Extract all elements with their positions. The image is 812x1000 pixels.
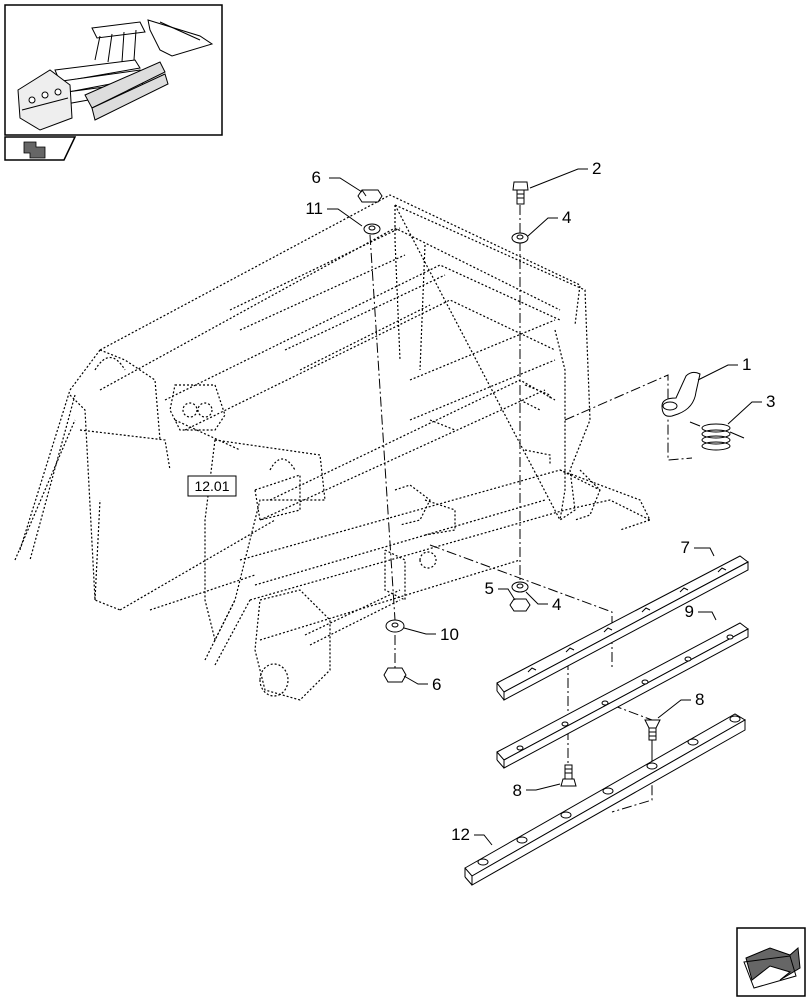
washer-part-10[interactable]: [385, 619, 405, 633]
bolt-part-8-lower[interactable]: [560, 764, 577, 787]
callout-2: 2: [592, 159, 601, 178]
washer-part-4-top[interactable]: [511, 232, 529, 244]
callout-10: 10: [440, 625, 459, 644]
bolt-part-2[interactable]: [512, 181, 529, 205]
callout-4-bottom: 4: [552, 595, 561, 614]
nut-part-6-bottom[interactable]: [383, 667, 407, 683]
callout-11: 11: [305, 199, 323, 218]
callout-7: 7: [681, 538, 690, 557]
nut-part-6-top[interactable]: [357, 189, 383, 203]
strip-part-7[interactable]: [496, 555, 749, 701]
leader-lines: [327, 168, 762, 846]
bolt-part-8-upper[interactable]: [644, 719, 661, 741]
callout-8-lower: 8: [513, 781, 522, 800]
next-page-button[interactable]: [736, 927, 806, 997]
overview-thumbnail[interactable]: [4, 4, 223, 136]
callout-12: 12: [451, 825, 470, 844]
assembly-thumbnail-icon: [17, 19, 214, 131]
callout-6: 6: [312, 168, 321, 187]
return-arrow-icon: [23, 141, 46, 159]
reference-box[interactable]: 12.01: [187, 475, 237, 497]
strip-part-12[interactable]: [464, 713, 746, 886]
spring-part-3[interactable]: [689, 421, 745, 451]
hook-part-1[interactable]: [661, 371, 701, 417]
washer-part-11[interactable]: [363, 223, 381, 235]
nut-part-5[interactable]: [509, 598, 531, 612]
reference-label: 12.01: [194, 478, 229, 494]
baler-frame: [14, 194, 651, 701]
back-navigation[interactable]: [4, 136, 77, 161]
next-page-arrow-icon: [743, 946, 801, 989]
callout-6-bottom: 6: [432, 675, 441, 694]
washer-part-4-bottom[interactable]: [511, 581, 529, 593]
callout-9: 9: [685, 602, 694, 621]
strip-part-9[interactable]: [496, 622, 749, 769]
callout-5: 5: [485, 579, 494, 598]
callout-4: 4: [562, 208, 571, 227]
callout-3: 3: [766, 392, 775, 411]
callout-1: 1: [742, 355, 751, 374]
callout-8-upper: 8: [695, 690, 704, 709]
